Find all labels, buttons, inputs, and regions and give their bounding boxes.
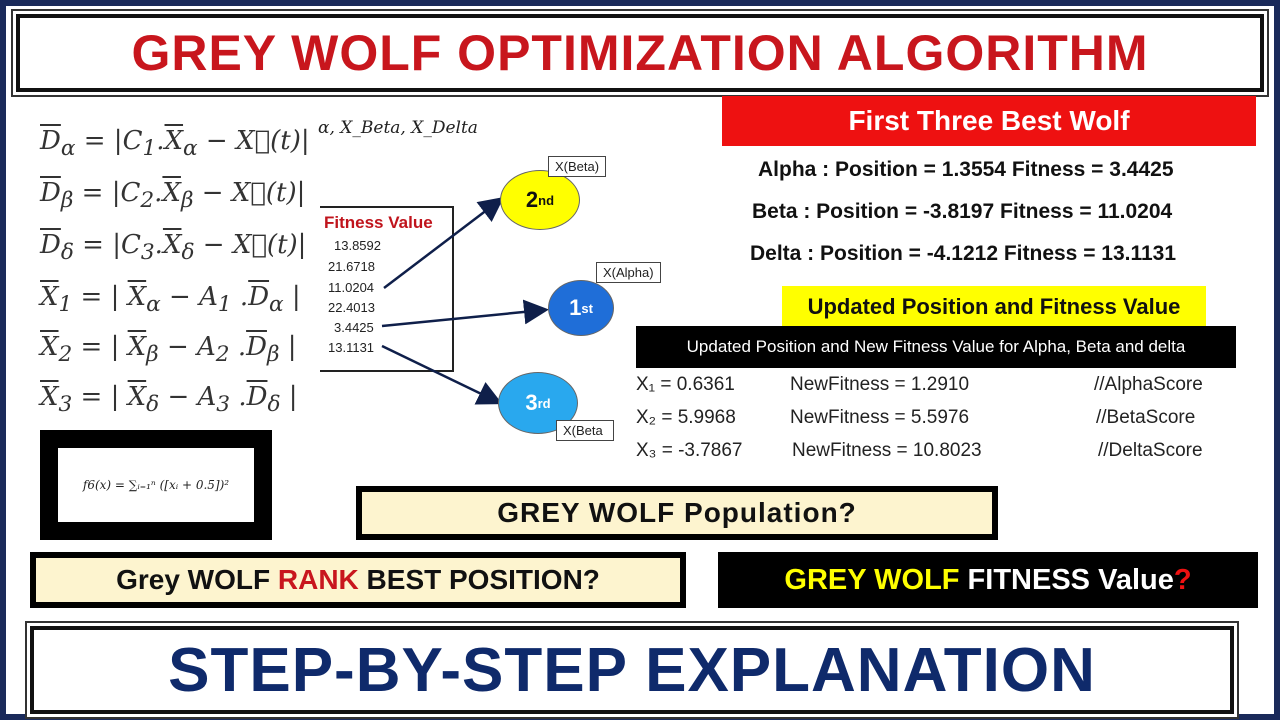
delta-line: Delta : Position = -4.1212 Fitness = 13.… [750, 242, 1177, 265]
fitness-question: GREY WOLF FITNESS Value? [784, 564, 1191, 597]
equation-x2: X2 = | Xβ − A2 .Dβ | [40, 332, 297, 368]
equation-x1: X1 = | Xα − A1 .Dα | [40, 282, 301, 318]
rank-question-highlight: RANK [277, 564, 359, 595]
wolf-first-rank: 1 [569, 295, 582, 320]
arrow-to-second [383, 196, 504, 289]
benchmark-formula-box: f6(x) = ∑ᵢ₌₁ⁿ ([xᵢ + 0.5])² [40, 430, 272, 540]
arrow-to-third [381, 344, 503, 405]
fitness-value-item: 21.6718 [328, 259, 375, 274]
updated-banner: Updated Position and Fitness Value [782, 286, 1206, 328]
updated-subtitle: Updated Position and New Fitness Value f… [686, 337, 1186, 356]
page-title: GREY WOLF OPTIMIZATION ALGORITHM [131, 25, 1149, 81]
equation-d-beta: Dβ = |C2.Xβ − X⃗(t)| [40, 178, 306, 214]
arrow-to-first [381, 299, 549, 328]
title-banner: GREY WOLF OPTIMIZATION ALGORITHM [16, 14, 1264, 92]
equation-d-delta: Dδ = |C3.Xδ − X⃗(t)| [40, 230, 307, 266]
updated-comment3: //DeltaScore [1098, 440, 1203, 461]
updated-x2: X₂ = 5.9968 [636, 407, 736, 428]
wolf-third-rank: 3 [525, 390, 538, 415]
wolf-second-tag: X(Beta) [548, 156, 607, 177]
wolf-third-tag: X(Beta [556, 420, 614, 441]
updated-fit1: NewFitness = 1.2910 [790, 374, 970, 395]
benchmark-formula: f6(x) = ∑ᵢ₌₁ⁿ ([xᵢ + 0.5])² [50, 440, 262, 530]
fitness-value-item: 22.4013 [328, 300, 375, 315]
wolf-second-rank: 2 [525, 187, 539, 212]
rank-question-part1: Grey WOLF [116, 564, 278, 595]
fitness-value-title: Fitness Value [324, 213, 433, 232]
rank-question-inner: Grey WOLF RANK BEST POSITION? [36, 558, 680, 602]
wolf-third-suffix: rd [537, 395, 551, 411]
updated-fit3: NewFitness = 10.8023 [792, 440, 982, 461]
fitness-question-box: GREY WOLF FITNESS Value? [718, 552, 1258, 608]
updated-banner-text: Updated Position and Fitness Value [807, 294, 1181, 319]
rank-question-part3: BEST POSITION? [358, 564, 600, 595]
partial-header: α, X_Beta, X_Delta [318, 118, 478, 138]
updated-comment1: //AlphaScore [1094, 374, 1203, 395]
fitness-value-item: 11.0204 [328, 280, 375, 295]
fitness-question-part1: GREY WOLF [784, 563, 960, 596]
updated-x3: X₃ = -3.7867 [636, 440, 743, 461]
updated-fit2: NewFitness = 5.5976 [790, 407, 970, 428]
bottom-banner: STEP-BY-STEP EXPLANATION [30, 626, 1234, 714]
rank-question-box: Grey WOLF RANK BEST POSITION? [30, 552, 686, 608]
rank-question: Grey WOLF RANK BEST POSITION? [116, 564, 600, 596]
fitness-value-item: 3.4425 [334, 320, 374, 335]
wolf-first-suffix: st [581, 300, 593, 316]
best-wolf-banner-text: First Three Best Wolf [848, 105, 1130, 136]
updated-comment2: //BetaScore [1096, 407, 1196, 428]
population-question-box: GREY WOLF Population? [356, 486, 998, 540]
formula-text: f6(x) = ∑ᵢ₌₁ⁿ ([xᵢ + 0.5])² [82, 478, 230, 492]
wolf-first-tag: X(Alpha) [596, 262, 661, 283]
beta-line: Beta : Position = -3.8197 Fitness = 11.0… [752, 200, 1173, 223]
population-question-inner: GREY WOLF Population? [362, 492, 992, 534]
updated-x1: X₁ = 0.6361 [636, 374, 735, 395]
fitness-value-item: 13.1131 [328, 340, 375, 355]
updated-subtitle-bar: Updated Position and New Fitness Value f… [636, 326, 1236, 368]
equation-x3: X3 = | Xδ − A3 .Dδ | [40, 382, 298, 418]
fitness-question-mark: ? [1173, 563, 1192, 596]
best-wolf-banner: First Three Best Wolf [722, 96, 1256, 146]
alpha-line: Alpha : Position = 1.3554 Fitness = 3.44… [758, 158, 1174, 181]
equation-d-alpha: Dα = |C1.Xα − X⃗(t)| [40, 126, 310, 162]
population-question: GREY WOLF Population? [497, 497, 857, 528]
bottom-title: STEP-BY-STEP EXPLANATION [168, 635, 1096, 705]
fitness-question-part2: FITNESS Value [959, 563, 1174, 596]
wolf-second-suffix: nd [538, 192, 555, 208]
fitness-value-box [320, 206, 454, 372]
fitness-value-item: 13.8592 [334, 238, 381, 253]
